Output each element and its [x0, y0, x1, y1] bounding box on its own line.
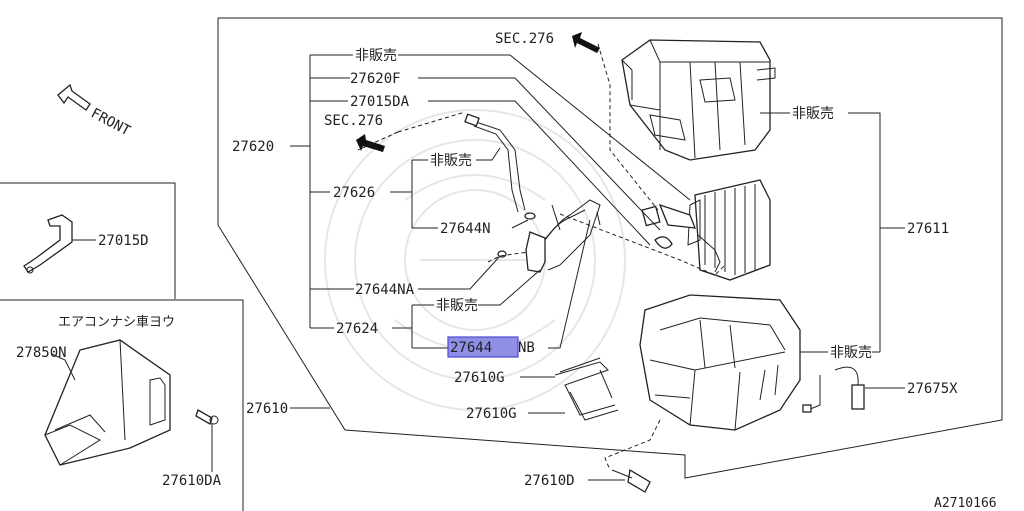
part-27620[interactable]: 27620 [232, 139, 274, 155]
part-27675x[interactable]: 27675X [907, 381, 958, 397]
lower-case [639, 294, 801, 431]
part-27610da[interactable]: 27610DA [162, 473, 222, 489]
part-27644na[interactable]: 27644NA [355, 282, 415, 298]
part-27644nb-highlighted[interactable]: 27644 [450, 340, 492, 356]
part-27850n[interactable]: 27850N [16, 345, 67, 361]
nfs-label-2: 非販売 [430, 153, 472, 169]
part-27610g-a[interactable]: 27610G [454, 370, 505, 386]
part-27644nb-suffix[interactable]: NB [518, 340, 535, 356]
nfs-label-3: 非販売 [436, 298, 478, 314]
part-27015d[interactable]: 27015D [98, 233, 149, 249]
front-label: FRONT [88, 105, 133, 139]
heater-unit-case [621, 39, 776, 161]
labels: SEC.276 SEC.276 非販売 27620F 27015DA 27620… [16, 31, 997, 511]
nfs-label-1: 非販売 [355, 48, 397, 64]
part-27644n[interactable]: 27644N [440, 221, 491, 237]
part-27620f[interactable]: 27620F [350, 71, 401, 87]
dashed-reference-lines [357, 43, 726, 471]
duct-hose-pair [554, 357, 619, 421]
bolt-27610d [611, 468, 651, 493]
part-highlight-27644nb[interactable] [447, 336, 519, 358]
part-27610[interactable]: 27610 [246, 401, 288, 417]
part-27624[interactable]: 27624 [336, 321, 378, 337]
sec-ref-left[interactable]: SEC.276 [324, 113, 383, 129]
part-27626[interactable]: 27626 [333, 185, 375, 201]
part-27610d[interactable]: 27610D [524, 473, 575, 489]
part-27015da[interactable]: 27015DA [350, 94, 410, 110]
pipe-assembly [464, 113, 601, 273]
nfs-label-4: 非販売 [792, 106, 834, 122]
main-frame [217, 17, 1003, 479]
front-arrow [57, 83, 91, 111]
evaporator-core [641, 179, 771, 281]
inset-title: エアコンナシ車ヨウ [58, 315, 175, 330]
sensor-harness [802, 366, 865, 413]
part-27611[interactable]: 27611 [907, 221, 949, 237]
nfs-label-5: 非販売 [830, 345, 872, 361]
inset-frame-bracket [0, 182, 176, 299]
inset-frame-no-ac [0, 299, 244, 511]
sec-arrow-left-icon [356, 134, 385, 152]
bracket-27015d [23, 214, 73, 274]
figure-id: A2710166 [934, 496, 997, 511]
part-27610g-b[interactable]: 27610G [466, 406, 517, 422]
leader-lines [51, 54, 905, 481]
sec-ref-top[interactable]: SEC.276 [495, 31, 554, 47]
vent-duct-27850n [44, 339, 219, 466]
sec-arrow-top-icon [572, 32, 600, 53]
